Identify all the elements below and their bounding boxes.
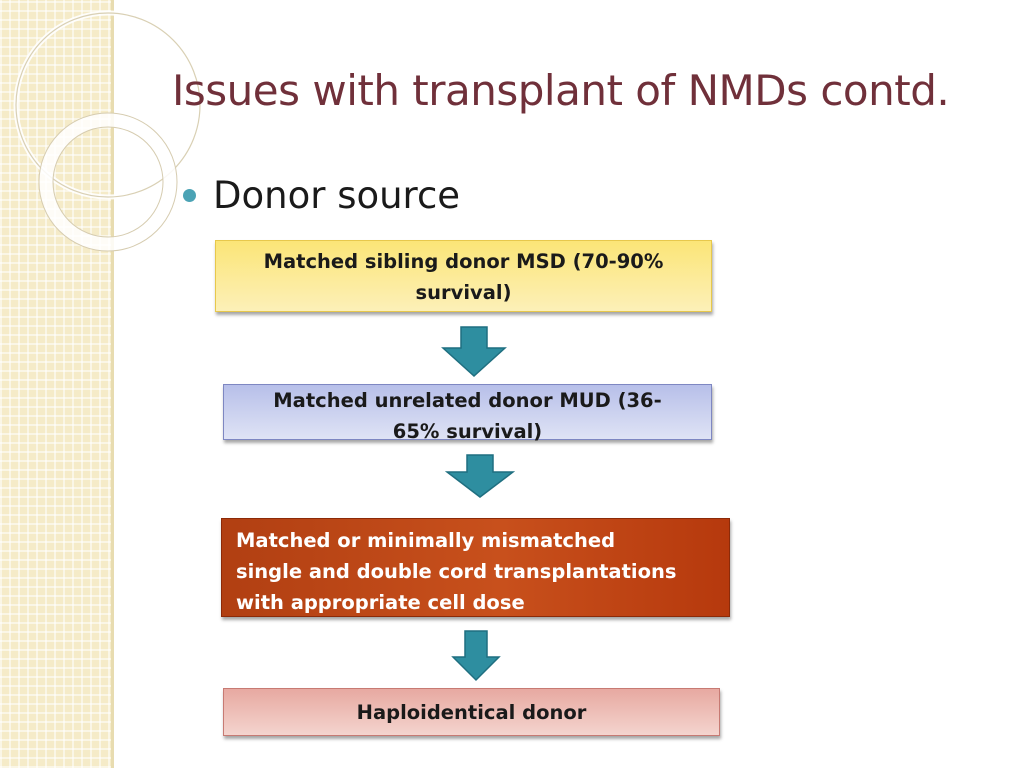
down-arrow-icon (445, 454, 515, 498)
down-arrow-icon (441, 326, 507, 378)
decorative-ring-small-inner (52, 126, 164, 238)
bullet-text: Donor source (213, 174, 461, 217)
bullet-dot-icon (183, 189, 196, 202)
flow-step-text: Matched sibling donor MSD (70-90% (263, 250, 664, 273)
decorative-ring-small-outer (38, 112, 178, 252)
flow-step-matched-sibling: Matched sibling donor MSD (70-90% surviv… (215, 240, 712, 312)
slide-title: Issues with transplant of NMDs contd. (172, 66, 950, 115)
flow-step-text: Matched unrelated donor MUD (36- (273, 389, 662, 412)
flow-step-text: Matched or minimally mismatched (236, 529, 616, 552)
flow-step-text: with appropriate cell dose (236, 591, 525, 614)
flow-step-haploidentical: Haploidentical donor (223, 688, 720, 736)
bullet-donor-source: Donor source (183, 174, 460, 217)
flow-step-text: Haploidentical donor (356, 701, 587, 724)
flow-step-cord-transplantation: Matched or minimally mismatched single a… (221, 518, 730, 617)
decorative-ring-small (39, 113, 177, 251)
decorative-rings (13, 10, 203, 252)
flow-step-text: 65% survival) (392, 420, 543, 443)
flow-step-text: single and double cord transplantations (236, 560, 677, 583)
flow-step-text: survival) (415, 281, 512, 304)
flow-step-matched-unrelated: Matched unrelated donor MUD (36- 65% sur… (223, 384, 712, 443)
side-strip-edge (111, 0, 114, 768)
decorative-ring-large-outline (15, 12, 201, 198)
down-arrow-icon (451, 630, 501, 682)
